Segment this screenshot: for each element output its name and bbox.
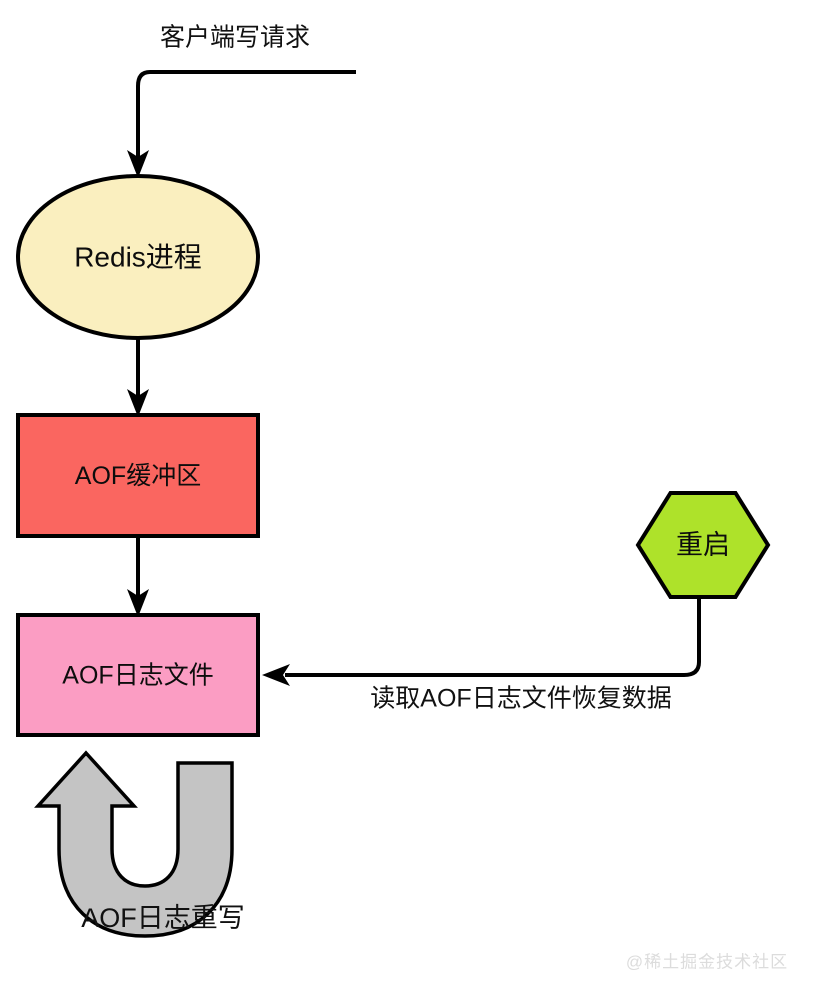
restart-hexagon[interactable] <box>635 491 771 599</box>
buffer-to-logfile-arrowhead <box>127 589 149 617</box>
edge-buffer-to-logfile <box>127 536 149 617</box>
restart-to-logfile-line <box>285 597 701 677</box>
edge-restart-to-logfile: 读取AOF日志文件恢复数据 <box>262 597 701 713</box>
aof-buffer-label: AOF缓冲区 <box>75 462 201 490</box>
client-write-request-line <box>136 70 356 160</box>
restart-to-logfile-arrowhead <box>262 664 290 686</box>
redis-to-buffer-arrowhead <box>127 389 149 417</box>
restart-label: 重启 <box>676 530 730 560</box>
aof-log-file-label: AOF日志文件 <box>62 662 213 690</box>
restart-to-logfile-label: 读取AOF日志文件恢复数据 <box>370 685 671 713</box>
node-restart[interactable]: 重启 <box>635 491 771 599</box>
rewrite-arrow-shape <box>34 750 234 938</box>
edge-redis-to-buffer <box>127 338 149 417</box>
node-redis-process[interactable]: Redis进程 <box>16 174 260 340</box>
node-aof-log-file[interactable]: AOF日志文件 <box>16 613 260 737</box>
redis-process-label: Redis进程 <box>74 241 202 272</box>
aof-log-rewrite-label: AOF日志重写 <box>81 903 245 933</box>
node-aof-buffer[interactable]: AOF缓冲区 <box>16 413 260 538</box>
aof-log-rewrite-arrow: AOF日志重写 <box>34 750 245 938</box>
edge-client-write-request <box>127 70 356 178</box>
aof-log-file-rect[interactable] <box>16 613 260 737</box>
watermark: @稀土掘金技术社区 <box>626 952 788 971</box>
client-write-request-label: 客户端写请求 <box>160 24 310 52</box>
client-write-request-arrowhead <box>127 150 149 178</box>
